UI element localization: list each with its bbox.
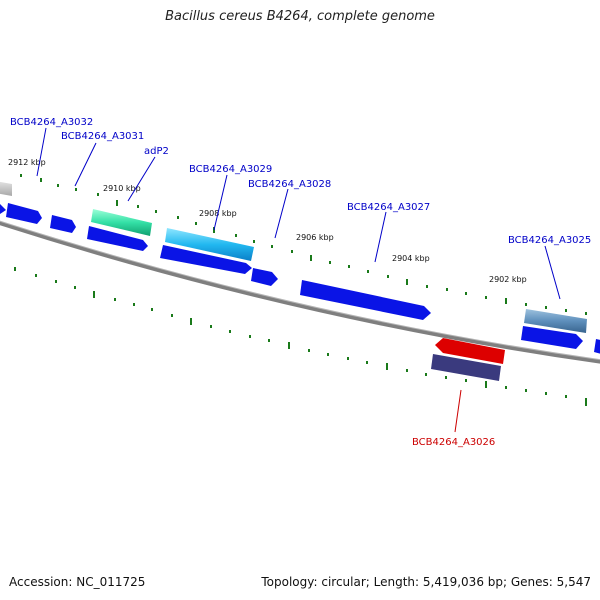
gene-BCB4264_A3029[interactable] [165,228,254,261]
label-adP2[interactable]: adP2 [144,146,169,157]
gene-grey-partial[interactable] [0,180,12,196]
label-BCB4264_A3026[interactable]: BCB4264_A3026 [412,437,495,448]
gene-BCB4264_A3026[interactable] [435,338,505,364]
reverse-strand-genes [431,338,505,381]
upper-tick-ruler [20,174,587,315]
forward-strand-genes [0,180,600,355]
label-leader-lines [36,127,561,433]
genome-backbone [0,221,600,364]
gene-arrow-adP2-strand[interactable] [87,226,148,251]
gene-adP2[interactable] [91,209,152,236]
gene-arrow-A3029-strand[interactable] [160,245,252,274]
label-BCB4264_A3031[interactable]: BCB4264_A3031 [61,131,144,142]
map-title: Bacillus cereus B4264, complete genome [165,9,435,24]
label-BCB4264_A3027[interactable]: BCB4264_A3027 [347,202,430,213]
gene-BCB4264_A3028[interactable] [251,268,278,286]
ruler-label-2912: 2912 kbp [8,158,46,167]
ruler-label-2906: 2906 kbp [296,233,334,242]
label-BCB4264_A3032[interactable]: BCB4264_A3032 [10,117,93,128]
gene-BCB4264_A3027[interactable] [300,280,431,320]
ruler-label-2910: 2910 kbp [103,184,141,193]
gene-arrow-1[interactable] [0,201,6,214]
lower-tick-ruler [14,267,587,406]
label-BCB4264_A3029[interactable]: BCB4264_A3029 [189,164,272,175]
gene-A3026-shadow[interactable] [431,354,501,381]
gene-BCB4264_A3031[interactable] [50,215,76,233]
gene-arrow-edge[interactable] [594,339,600,355]
gene-BCB4264_A3025[interactable] [524,309,587,333]
ruler-label-2904: 2904 kbp [392,254,430,263]
gene-arrow-A3025-strand[interactable] [521,326,583,349]
gene-BCB4264_A3032[interactable] [6,203,42,224]
label-BCB4264_A3025[interactable]: BCB4264_A3025 [508,235,591,246]
label-BCB4264_A3028[interactable]: BCB4264_A3028 [248,179,331,190]
genome-stats-text: Topology: circular; Length: 5,419,036 bp… [261,575,591,589]
ruler-label-2902: 2902 kbp [489,275,527,284]
accession-text: Accession: NC_011725 [9,575,146,589]
